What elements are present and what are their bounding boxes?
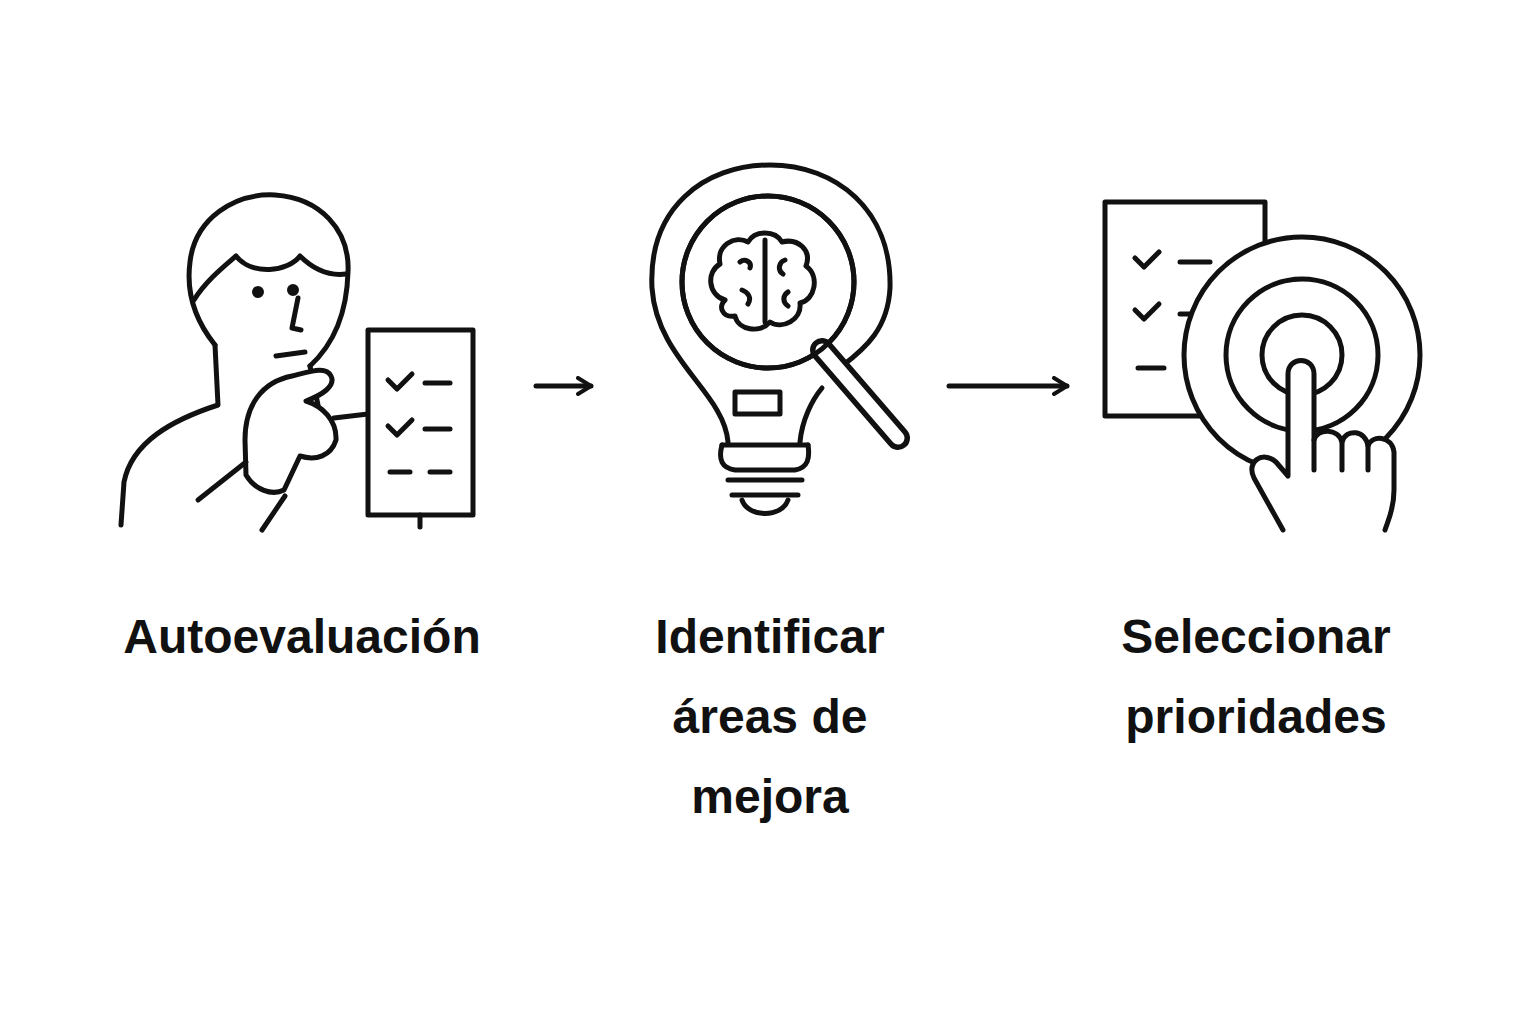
lightbulb-icon xyxy=(652,165,898,514)
step-node: Seleccionar prioridades xyxy=(1081,160,1431,757)
step-node: Identificar áreas de mejora xyxy=(605,160,935,837)
step-label: Autoevaluación xyxy=(82,597,522,677)
target-icon xyxy=(1105,202,1420,530)
step-label: Seleccionar prioridades xyxy=(1081,597,1431,757)
flow-arrow xyxy=(949,384,1067,389)
flow-arrow xyxy=(536,384,591,389)
person-icon xyxy=(121,195,473,530)
step-node: Autoevaluación xyxy=(82,160,522,677)
step-label: Identificar áreas de mejora xyxy=(605,597,935,837)
